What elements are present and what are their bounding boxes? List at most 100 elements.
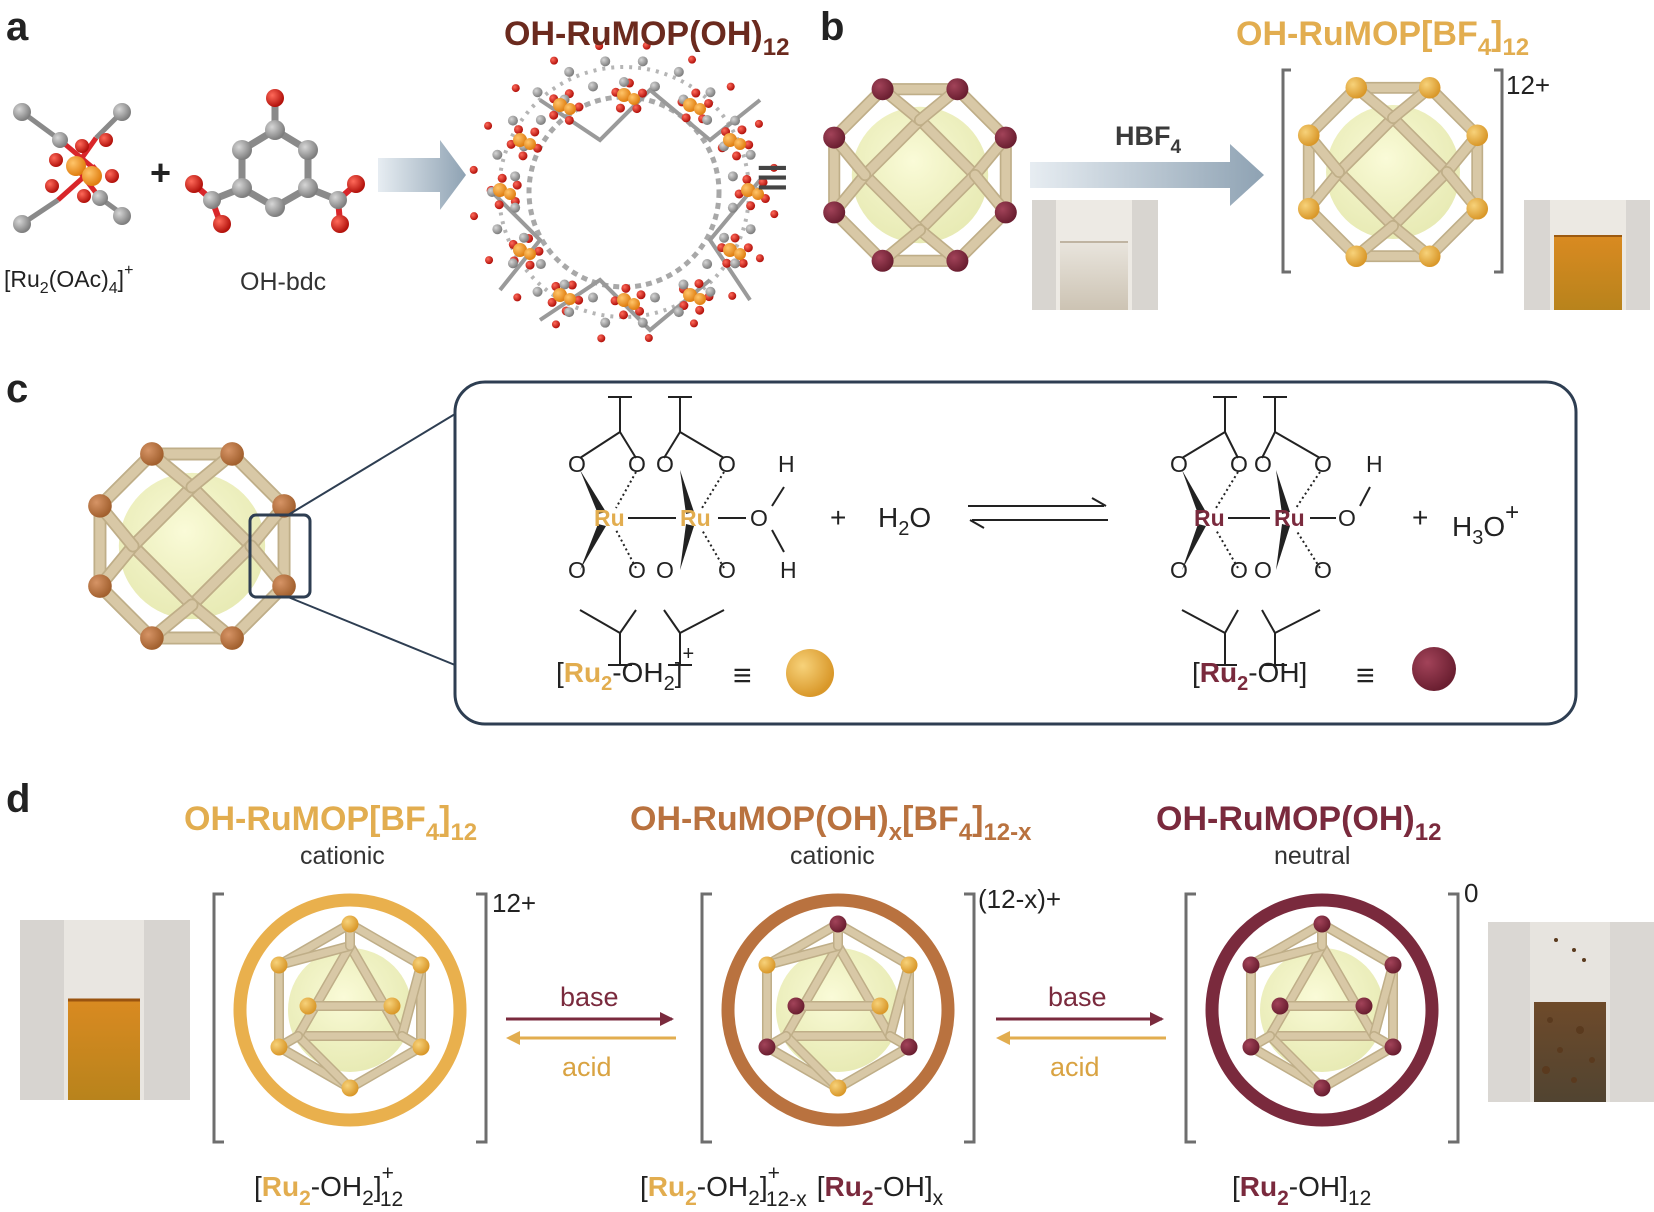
bracket-d3 — [1184, 892, 1460, 1144]
aqua-equiv-sign: ≡ — [733, 657, 752, 693]
cage-rod — [915, 170, 980, 235]
mop-c-atom — [588, 81, 599, 92]
mop-o-atom — [688, 55, 697, 64]
cage-node — [1466, 124, 1489, 147]
mop-o-atom — [525, 260, 535, 270]
svg-text:O: O — [1314, 451, 1332, 477]
acid-label-2: acid — [1050, 1052, 1100, 1082]
mop-o-atom — [689, 319, 698, 328]
mop-c-atom — [532, 87, 543, 98]
mop-c-atom — [535, 259, 546, 270]
cage-rod — [187, 541, 256, 610]
mop-c-atom — [730, 258, 741, 269]
plus-sign-c1: + — [830, 502, 846, 533]
mop-o-atom — [597, 334, 606, 343]
svg-text:O: O — [718, 557, 736, 583]
mop-ru-atom — [617, 293, 631, 307]
mop-o-atom — [746, 201, 756, 211]
cage-rod — [1388, 167, 1452, 231]
mop-ru-atom — [734, 248, 746, 260]
svg-text:O: O — [1338, 505, 1356, 531]
cage-sphere — [851, 106, 989, 244]
mop-o-atom — [615, 103, 625, 113]
mop-ru-atom — [564, 293, 576, 305]
cage-node — [1355, 997, 1373, 1015]
svg-text:H: H — [780, 557, 797, 583]
cage-rod — [294, 942, 354, 1040]
species-2-title: OH-RuMOP(OH)x[BF4]12-x — [630, 800, 1032, 846]
mop-c-atom — [507, 258, 518, 269]
cage-rod — [1388, 113, 1452, 177]
cage-rod — [915, 115, 980, 180]
mop-o-atom — [632, 104, 642, 114]
cage-rod — [346, 1043, 425, 1092]
vial-photo-cationic — [1524, 200, 1650, 310]
cage-rod — [953, 207, 1011, 266]
mop-o-atom — [549, 110, 559, 120]
vial-photo-neutral — [1032, 200, 1158, 310]
cage-rod — [782, 1032, 842, 1092]
cage-node — [1242, 1038, 1260, 1056]
cage-rod — [1318, 942, 1378, 1040]
mop-c-atom — [510, 202, 521, 213]
mop-o-atom — [738, 258, 748, 268]
species-1-title: OH-RuMOP[BF4]12 — [184, 800, 477, 846]
cage-rod — [346, 942, 406, 1040]
oh-bdc-model — [185, 89, 365, 233]
cage-rod — [763, 942, 842, 969]
cage-node — [1297, 124, 1320, 147]
mop-o-atom — [497, 173, 507, 183]
svg-text:O: O — [1254, 451, 1272, 477]
mop-ru-atom — [513, 133, 527, 147]
svg-text:O: O — [628, 451, 646, 477]
mop-o-atom — [595, 41, 604, 50]
species-1-state: cationic — [300, 842, 385, 870]
cage-node — [1271, 997, 1289, 1015]
acid-arrowhead-1 — [506, 1031, 520, 1045]
species-3-state: neutral — [1274, 842, 1350, 870]
mop-c-atom — [637, 56, 648, 67]
mop-o-atom — [514, 125, 524, 135]
svg-text:O: O — [1230, 557, 1248, 583]
mop-o-atom — [726, 82, 735, 91]
mop-ru-atom — [723, 133, 737, 147]
cage-rod — [128, 482, 197, 551]
mop-c-atom — [730, 115, 741, 126]
cage-node — [994, 201, 1017, 224]
plus-sign-a: + — [150, 152, 171, 193]
mop-o-atom — [681, 113, 691, 123]
species-2-charge: (12-x)+ — [978, 884, 1061, 914]
cage-rod — [1334, 113, 1398, 177]
bracket-d2 — [700, 892, 976, 1144]
cage-rod — [1425, 204, 1482, 261]
mop-ru-atom — [524, 138, 536, 150]
cage-node — [88, 494, 112, 518]
mop-c-atom — [637, 317, 648, 328]
cage-rod — [782, 942, 842, 1040]
cage-rod — [829, 207, 887, 266]
cage-rod — [886, 961, 913, 1040]
hydroxo-node-swatch — [1412, 647, 1456, 691]
vial-photo-precipitate — [1488, 922, 1654, 1102]
mop-o-atom — [737, 125, 747, 135]
mop-o-atom — [513, 293, 522, 302]
mop-o-atom — [744, 140, 754, 150]
mop-o-atom — [484, 121, 493, 130]
cage-rod — [227, 449, 289, 511]
mop-o-atom — [636, 290, 646, 300]
charge-label-b: 12+ — [1506, 70, 1550, 100]
mop-ru-atom — [493, 183, 507, 197]
mop-c-atom — [518, 232, 529, 243]
mop-c-atom — [745, 149, 756, 160]
panel-label-c: c — [6, 367, 28, 411]
mop-o-atom — [550, 56, 559, 65]
mop-ru-atom — [524, 248, 536, 260]
cage-node — [900, 956, 918, 974]
mop-ru-atom — [741, 183, 755, 197]
mop-ru-atom — [694, 293, 706, 305]
svg-text:Ru: Ru — [594, 505, 625, 531]
mop-c-atom — [649, 292, 660, 303]
mop-c-atom — [727, 202, 738, 213]
mop-c-atom — [492, 149, 503, 160]
